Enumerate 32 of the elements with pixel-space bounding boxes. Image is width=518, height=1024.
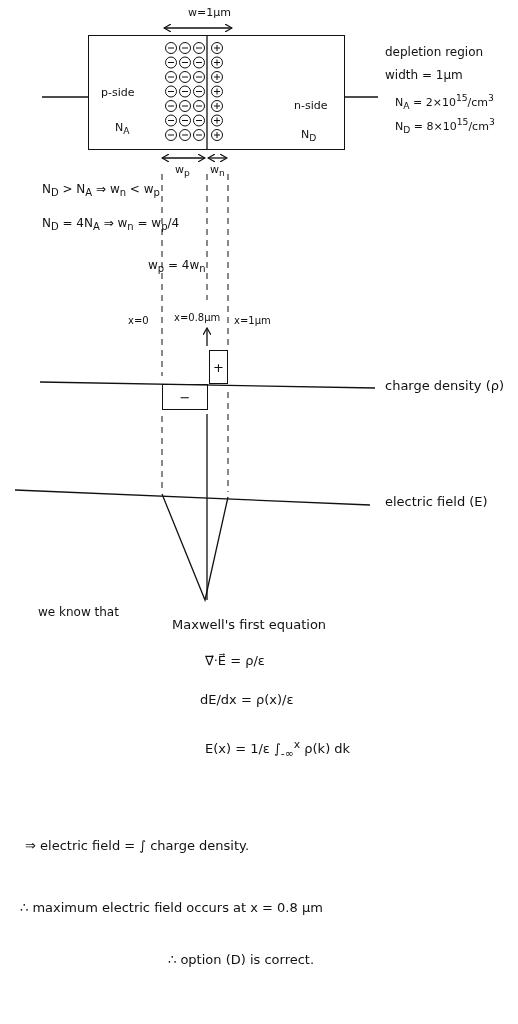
dimension-label: w$_{n}$	[210, 163, 225, 179]
note-text: width = 1μm	[385, 68, 463, 82]
charge-block	[162, 384, 208, 410]
note-text: depletion region	[385, 45, 484, 59]
equation-text: N$_{D}$ > N$_{A}$ ⇒ w$_{n}$ < w$_{p}$	[42, 182, 160, 199]
equation-text: dE/dx = ρ(x)/ε	[200, 692, 294, 707]
position-label: x=0.8μm	[174, 312, 221, 323]
equation-text: N$_{A}$ = 2×10$^{15}$/cm$^{3}$	[395, 92, 494, 111]
equation-text: E(x) = 1/ε ∫$_{-∞}$$^{x}$ ρ(k) dk	[205, 738, 351, 760]
dimension-label: w$_{p}$	[175, 163, 190, 179]
axis-label: electric field (E)	[385, 494, 488, 509]
note-text: ∴ maximum electric field occurs at x = 0.8 μm	[20, 900, 323, 915]
position-label: x=0	[128, 315, 149, 326]
note-text: ∴ option (D) is correct.	[168, 952, 315, 967]
equation-text: ∇⃗·E⃗ = ρ/ε	[205, 653, 265, 668]
side-label: n-side	[294, 99, 328, 112]
doping-label: N$_{A}$	[115, 121, 130, 137]
note-text: ⇒ electric field = ∫ charge density.	[25, 838, 250, 853]
charge-sign: −	[179, 389, 191, 405]
equation-text: N$_{D}$ = 8×10$^{15}$/cm$^{3}$	[395, 116, 495, 135]
dimension-label: w=1μm	[188, 6, 231, 19]
charge-sign: +	[213, 359, 224, 375]
doping-label: N$_{D}$	[301, 128, 317, 144]
position-label: x=1μm	[234, 315, 271, 326]
equation-text: N$_{D}$ = 4N$_{A}$ ⇒ w$_{n}$ = w$_{p}$/4	[42, 216, 180, 233]
equation-text: w$_{p}$ = 4w$_{n}$	[148, 258, 206, 275]
charge-block	[209, 350, 228, 384]
note-text: Maxwell's first equation	[172, 617, 327, 632]
axis-label: charge density (ρ)	[385, 378, 505, 393]
note-text: we know that	[38, 605, 119, 619]
pn-junction-box	[88, 35, 345, 150]
side-label: p-side	[101, 86, 135, 99]
